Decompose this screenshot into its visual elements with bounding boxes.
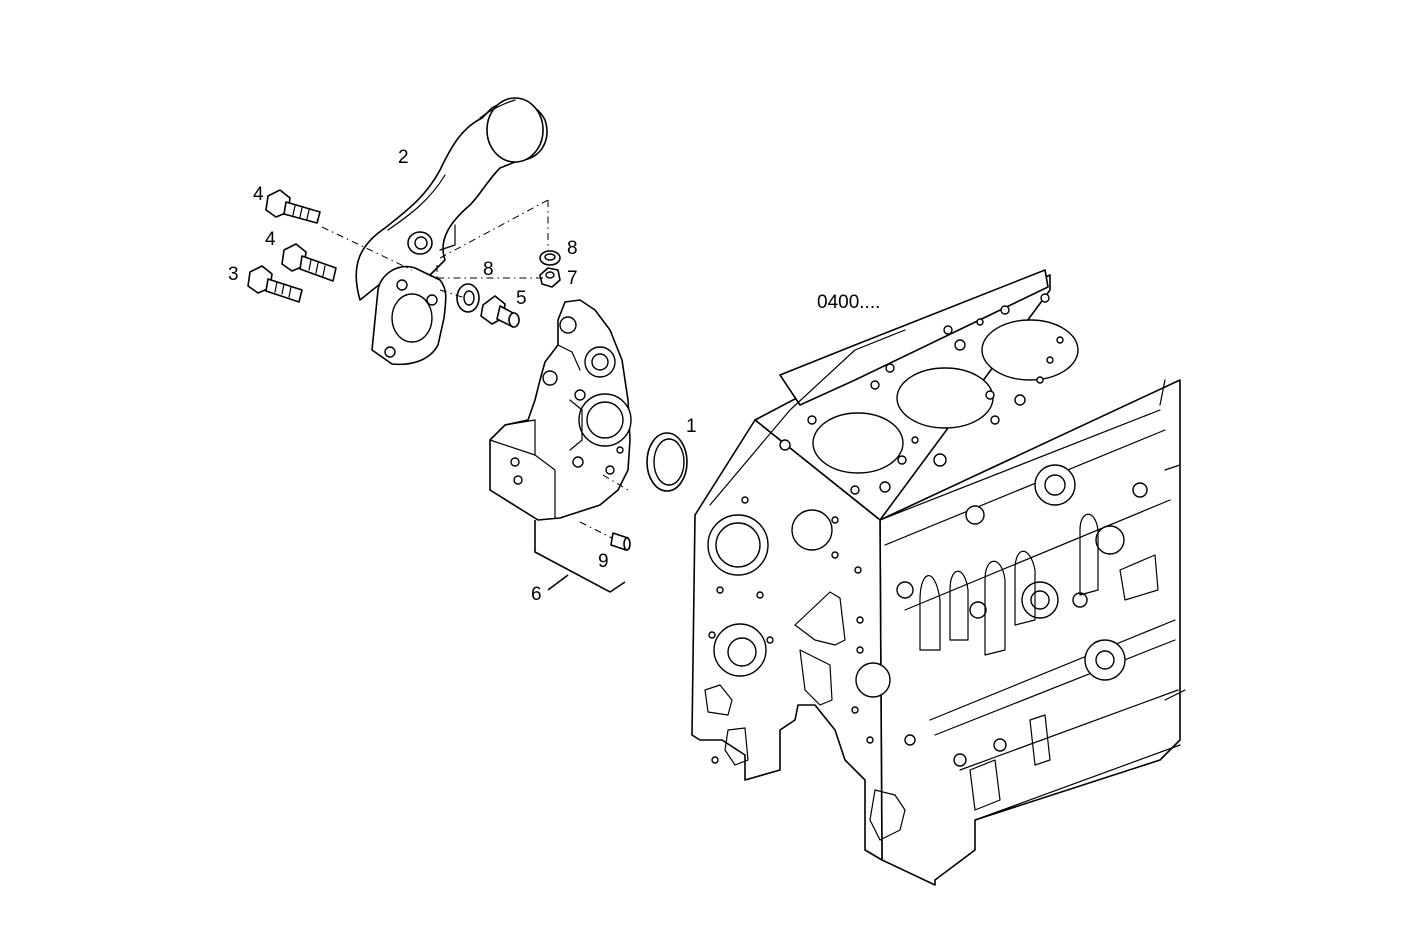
assembly-center-lines <box>321 199 629 539</box>
sealing-washer-8-lower <box>456 283 480 313</box>
engine-block <box>691 269 1186 886</box>
callout-1: 1 <box>686 416 697 437</box>
callout-9: 9 <box>598 551 609 572</box>
water-pump-housing <box>489 299 632 521</box>
callout-7: 7 <box>567 268 578 289</box>
reference-group-label: 0400.... <box>817 292 880 313</box>
bolt-4-middle <box>281 243 337 282</box>
callout-6: 6 <box>531 584 542 605</box>
union-fitting-5 <box>480 295 520 328</box>
sealing-washer-8-upper <box>539 250 561 266</box>
callout-8-lower: 8 <box>483 259 494 280</box>
callout-4-upper: 4 <box>253 184 264 205</box>
callout-8-upper: 8 <box>567 238 578 259</box>
water-outlet-elbow <box>355 97 548 366</box>
leader-lines <box>534 520 626 593</box>
callout-5: 5 <box>516 288 527 309</box>
dowel-pin-9 <box>610 532 631 551</box>
bolt-3 <box>247 265 303 303</box>
callout-4-middle: 4 <box>265 229 276 250</box>
bolt-4-upper <box>265 189 321 224</box>
callout-2: 2 <box>398 147 409 168</box>
seal-ring-1 <box>646 432 688 492</box>
callout-3: 3 <box>228 264 239 285</box>
plug-7 <box>539 267 561 288</box>
callout-labels: 1 2 3 4 4 5 6 7 8 8 9 0400.... <box>228 147 880 605</box>
